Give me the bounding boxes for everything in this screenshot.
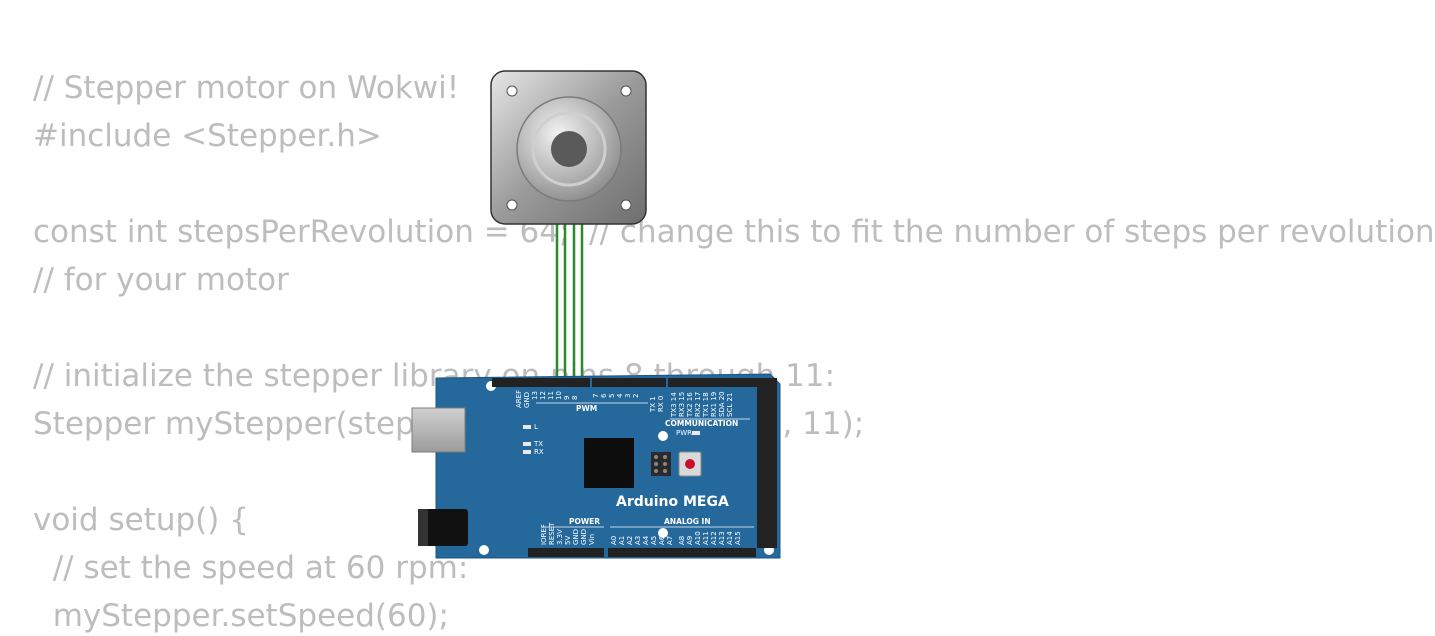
mcu-chip (584, 438, 634, 488)
pin-label: A7 (666, 536, 674, 545)
pin-label: 9 (563, 396, 571, 400)
code-line: const int stepsPerRevolution = 64; // ch… (33, 214, 1435, 250)
communication-label: COMMUNICATION (665, 419, 738, 428)
pin-label: GND (580, 529, 588, 545)
board-name-label: Arduino MEGA (616, 494, 729, 510)
pin-label: GND (523, 392, 531, 408)
header-analog[interactable] (608, 548, 756, 557)
code-line: #include <Stepper.h> (33, 118, 382, 154)
mounting-hole (479, 545, 489, 555)
pin-label: 8 (571, 396, 579, 400)
pin-label: A1 (618, 536, 626, 545)
pin-label: A13 (718, 531, 726, 545)
pin-label: A0 (610, 536, 618, 545)
rx-led-label: RX (534, 448, 544, 456)
pin-label: RX3 15 (678, 392, 686, 417)
code-line: void setup() { (33, 502, 249, 538)
pin-label: 10 (555, 391, 563, 400)
pin-label: 3 (624, 394, 632, 398)
pin-label: 13 (531, 391, 539, 400)
header-digital-1[interactable] (492, 378, 590, 387)
simulation-canvas: AREF GND 13 12 11 10 9 8 7 6 5 4 3 2 TX … (411, 70, 781, 559)
mounting-hole (658, 528, 668, 538)
pin-label: RX2 17 (694, 392, 702, 417)
screw-icon (506, 85, 518, 97)
motor-wires[interactable] (555, 222, 584, 384)
power-label: POWER (569, 517, 600, 526)
motor-ring (531, 111, 607, 187)
pin-label: A5 (650, 536, 658, 545)
pwm-label: PWM (576, 404, 597, 413)
pin-label: A11 (702, 531, 710, 545)
usb-connector (411, 407, 466, 453)
pin-label: 2 (632, 394, 640, 398)
header-power[interactable] (528, 548, 604, 557)
pin-label: TX2 16 (686, 392, 694, 418)
power-jack (418, 509, 468, 546)
pin-label: 7 (592, 394, 600, 398)
pin-label: A15 (734, 531, 742, 545)
pin-label: A9 (686, 536, 694, 545)
pin-label: TX1 18 (702, 392, 710, 418)
pin-label: 11 (547, 391, 555, 400)
code-line: myStepper.setSpeed(60); (33, 598, 449, 634)
motor-shaft (551, 131, 587, 167)
mounting-hole (658, 431, 668, 441)
pwr-led (692, 431, 700, 435)
screw-icon (620, 199, 632, 211)
pin-label: RX1 19 (710, 392, 718, 417)
code-editor-background: // Stepper motor on Wokwi! #include <Ste… (33, 70, 1435, 634)
pin-label: RESET (548, 522, 556, 545)
pin-label: A12 (710, 531, 718, 545)
pin-label: A14 (726, 531, 734, 545)
pin-label: A6 (658, 535, 666, 545)
analog-in-label: ANALOG IN (664, 517, 711, 526)
header-digital-right[interactable] (757, 378, 777, 548)
rx-led (523, 450, 531, 454)
pin-label: TX 1 (649, 396, 657, 413)
l-led-label: L (534, 423, 538, 431)
pin-label: Vin (588, 534, 596, 545)
pin-label: A4 (642, 535, 650, 545)
tx-led-label: TX (533, 440, 543, 448)
pin-label: A2 (626, 536, 634, 545)
code-line: // for your motor (33, 262, 289, 298)
pin-label: GND (572, 529, 580, 545)
l-led (523, 425, 531, 429)
stepper-motor[interactable] (490, 70, 647, 225)
reset-button-cap[interactable] (685, 459, 695, 469)
header-comm[interactable] (668, 378, 760, 387)
pin-label: 4 (616, 393, 624, 398)
pin-label: IOREF (540, 524, 548, 545)
pin-label: SCL 21 (726, 393, 734, 417)
pin-label: 3.3V (556, 529, 564, 545)
code-line: // set the speed at 60 rpm: (33, 550, 469, 586)
pin-label: 5 (608, 394, 616, 398)
arduino-mega-board[interactable]: AREF GND 13 12 11 10 9 8 7 6 5 4 3 2 TX … (411, 373, 781, 559)
pwr-led-label: PWR (676, 429, 692, 437)
pin-label: AREF (515, 390, 523, 408)
tx-led (523, 442, 531, 446)
pin-label: 6 (600, 393, 608, 398)
pin-label: A8 (678, 536, 686, 545)
header-digital-2[interactable] (592, 378, 666, 387)
pin-label: SDA 20 (718, 391, 726, 417)
pin-label: A10 (694, 531, 702, 545)
pin-label: TX3 14 (670, 392, 678, 418)
pin-label: 5V (564, 536, 572, 545)
power-jack-rim (418, 509, 428, 546)
screw-icon (506, 199, 518, 211)
pin-label: 12 (539, 391, 547, 400)
screw-icon (620, 85, 632, 97)
code-line: // Stepper motor on Wokwi! (33, 70, 460, 106)
pin-label: RX 0 (657, 396, 665, 412)
pin-label: A3 (634, 536, 642, 545)
